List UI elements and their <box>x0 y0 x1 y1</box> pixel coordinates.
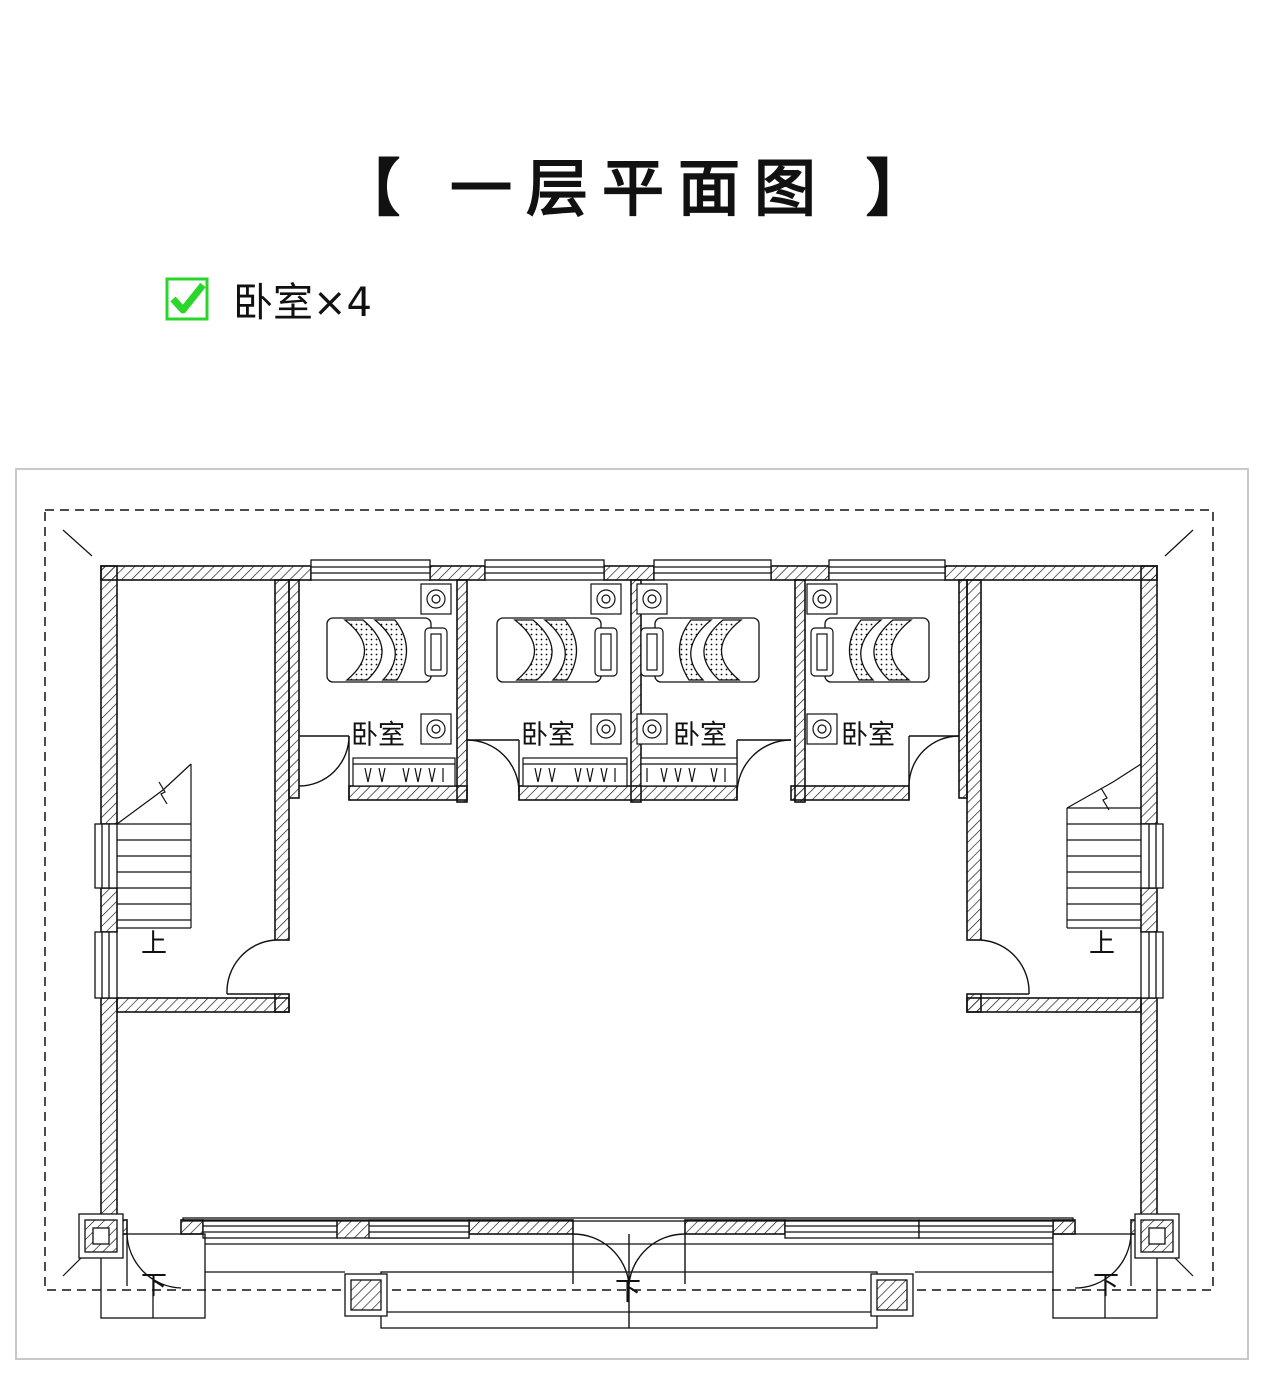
columns <box>78 1213 1180 1317</box>
bed-1 <box>326 617 432 683</box>
interior-walls <box>116 579 1142 1013</box>
windows-top <box>310 559 946 581</box>
room-label-4: 卧室 <box>841 720 895 751</box>
room-labels: 卧室 卧室 卧室 卧室 <box>351 720 895 751</box>
stair-label-left: 上 <box>141 929 167 959</box>
step-label-main: 下 <box>615 1277 641 1307</box>
page-title: 【 一层平面图 】 <box>338 152 942 225</box>
room-label-3: 卧室 <box>673 720 727 751</box>
wardrobes <box>352 757 738 787</box>
roof-outline <box>44 509 1214 1291</box>
bed-4 <box>824 617 930 683</box>
bed-3 <box>654 617 760 683</box>
feature-label: 卧室×4 <box>233 280 372 326</box>
step-label-right: 下 <box>1093 1271 1119 1301</box>
stair-label-right: 上 <box>1089 929 1115 959</box>
exterior-walls <box>100 565 1158 1235</box>
stair-room-doors <box>226 939 1030 995</box>
floor-plan: 卧室 卧室 卧室 卧室 上 上 <box>44 509 1214 1329</box>
bed-2 <box>496 617 602 683</box>
nightstands <box>420 583 838 745</box>
windows-bottom <box>182 1217 1074 1239</box>
main-entrance <box>572 1233 686 1328</box>
stair-left <box>116 763 192 929</box>
checkbox-icon <box>165 277 209 321</box>
beds <box>326 617 930 683</box>
room-label-2: 卧室 <box>521 720 575 751</box>
bedroom-doors <box>298 735 960 800</box>
windows-side <box>94 823 1164 999</box>
feature-item: 卧室×4 <box>165 270 372 328</box>
room-label-1: 卧室 <box>351 720 405 751</box>
step-label-left: 下 <box>141 1271 167 1301</box>
stair-right <box>1066 763 1142 929</box>
